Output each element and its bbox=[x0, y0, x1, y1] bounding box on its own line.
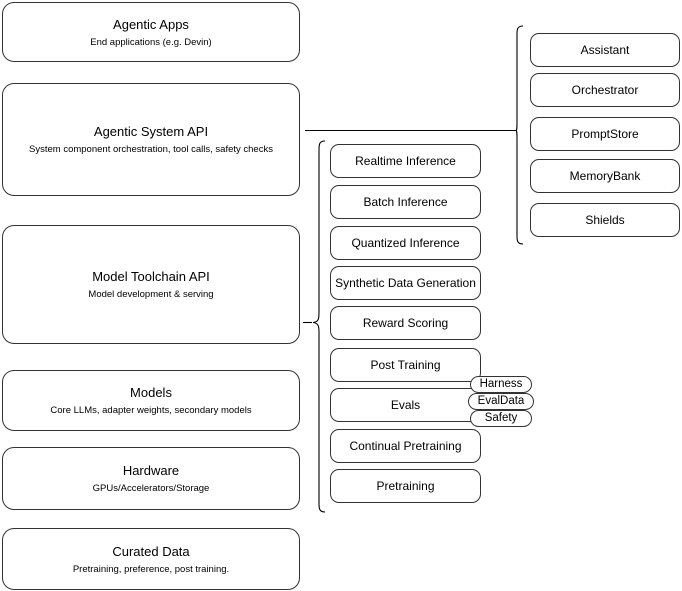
layer-model-toolchain-api[interactable]: Model Toolchain API Model development & … bbox=[2, 225, 300, 344]
component-shields[interactable]: Shields bbox=[530, 203, 680, 237]
capability-label: Quantized Inference bbox=[351, 235, 460, 250]
capability-label: Continual Pretraining bbox=[349, 438, 462, 453]
layer-subtitle: System component orchestration, tool cal… bbox=[29, 144, 273, 155]
layer-title: Hardware bbox=[122, 463, 180, 478]
capability-label: Synthetic Data Generation bbox=[335, 275, 476, 290]
evals-pill-harness[interactable]: Harness bbox=[470, 376, 532, 393]
capability-post-training[interactable]: Post Training bbox=[330, 348, 481, 382]
layer-title: Agentic Apps bbox=[113, 16, 189, 32]
capability-synthetic-data-generation[interactable]: Synthetic Data Generation bbox=[330, 266, 481, 300]
component-orchestrator[interactable]: Orchestrator bbox=[530, 73, 680, 107]
capability-batch-inference[interactable]: Batch Inference bbox=[330, 185, 481, 219]
capability-label: Reward Scoring bbox=[362, 315, 449, 330]
capability-quantized-inference[interactable]: Quantized Inference bbox=[330, 226, 481, 260]
layer-subtitle: End applications (e.g. Devin) bbox=[90, 36, 212, 48]
component-label: PromptStore bbox=[571, 126, 639, 141]
layer-subtitle: Model development & serving bbox=[88, 289, 214, 300]
capability-label: Post Training bbox=[370, 357, 441, 372]
component-label: Orchestrator bbox=[571, 82, 639, 97]
evals-pill-label: Harness bbox=[479, 378, 523, 390]
layer-agentic-system-api[interactable]: Agentic System API System component orch… bbox=[2, 83, 300, 196]
component-promptstore[interactable]: PromptStore bbox=[530, 117, 680, 151]
evals-pill-label: Safety bbox=[484, 412, 518, 424]
capability-label: Realtime Inference bbox=[355, 153, 456, 168]
capability-reward-scoring[interactable]: Reward Scoring bbox=[330, 306, 481, 340]
evals-pill-label: EvalData bbox=[477, 395, 525, 407]
capability-realtime-inference[interactable]: Realtime Inference bbox=[330, 144, 481, 178]
capability-pretraining[interactable]: Pretraining bbox=[330, 469, 481, 503]
layer-title: Curated Data bbox=[112, 543, 190, 559]
capability-label: Batch Inference bbox=[363, 194, 448, 209]
component-label: MemoryBank bbox=[569, 168, 641, 183]
capability-label: Evals bbox=[390, 397, 421, 412]
evals-pill-evaldata[interactable]: EvalData bbox=[468, 393, 534, 410]
layer-agentic-apps[interactable]: Agentic Apps End applications (e.g. Devi… bbox=[2, 2, 300, 62]
layer-curated-data[interactable]: Curated Data Pretraining, preference, po… bbox=[2, 528, 300, 590]
layer-title: Model Toolchain API bbox=[92, 269, 210, 284]
layer-subtitle: Pretraining, preference, post training. bbox=[72, 563, 230, 575]
component-label: Shields bbox=[585, 212, 625, 227]
component-memorybank[interactable]: MemoryBank bbox=[530, 159, 680, 193]
layer-title: Models bbox=[130, 385, 172, 400]
capability-continual-pretraining[interactable]: Continual Pretraining bbox=[330, 429, 481, 463]
layer-hardware[interactable]: Hardware GPUs/Accelerators/Storage bbox=[2, 447, 300, 510]
layer-subtitle: GPUs/Accelerators/Storage bbox=[92, 483, 210, 494]
layer-title: Agentic System API bbox=[93, 124, 209, 139]
layer-subtitle: Core LLMs, adapter weights, secondary mo… bbox=[50, 405, 252, 416]
layer-models[interactable]: Models Core LLMs, adapter weights, secon… bbox=[2, 370, 300, 431]
component-label: Assistant bbox=[580, 42, 630, 57]
capability-evals[interactable]: Evals bbox=[330, 388, 481, 422]
capability-label: Pretraining bbox=[376, 478, 435, 493]
component-assistant[interactable]: Assistant bbox=[530, 33, 680, 67]
evals-pill-safety[interactable]: Safety bbox=[470, 410, 532, 427]
